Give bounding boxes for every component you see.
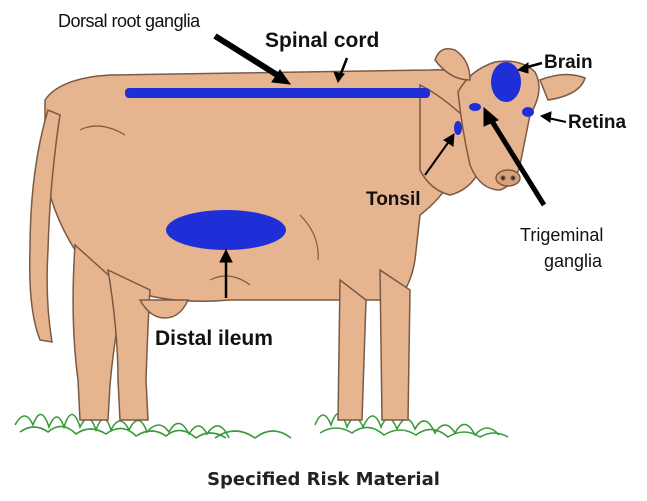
distal-ileum-tissue: [166, 210, 286, 250]
dorsal-root-ganglia-label: Dorsal root ganglia: [58, 12, 200, 30]
trigeminal-ganglia-label-line1: Trigeminal: [520, 226, 603, 244]
brain-label: Brain: [544, 53, 593, 72]
cow-body: [30, 49, 585, 420]
spinal-cord-tissue: [125, 88, 430, 98]
brain-tissue: [491, 62, 521, 102]
retina-label: Retina: [568, 113, 626, 132]
retina-tissue-left: [469, 103, 481, 111]
retina-tissue-right: [522, 107, 534, 117]
distal-ileum-label: Distal ileum: [155, 328, 273, 349]
tonsil-tissue: [454, 121, 462, 135]
figure-caption: Specified Risk Material: [0, 469, 647, 490]
trigeminal-ganglia-label-line2: ganglia: [544, 252, 602, 270]
tonsil-label: Tonsil: [366, 190, 421, 209]
spinal-cord-label: Spinal cord: [265, 30, 379, 51]
